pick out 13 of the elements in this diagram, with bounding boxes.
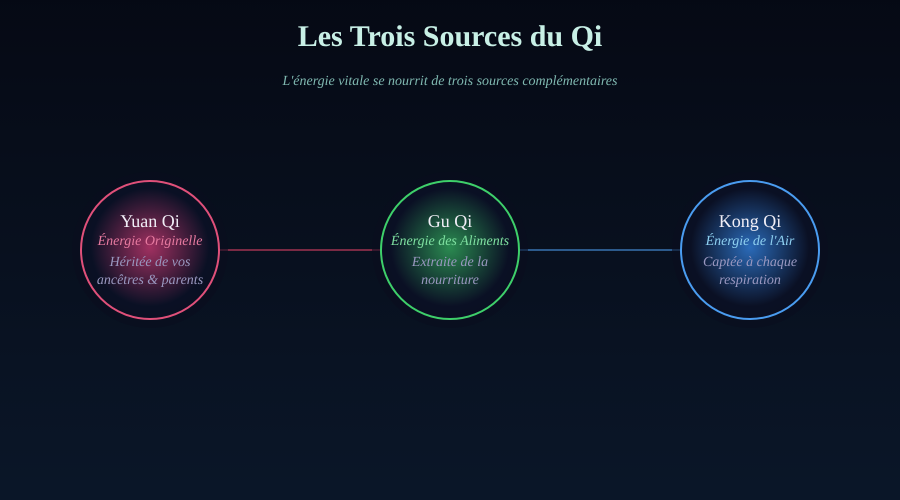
energy-type: Énergie des Aliments xyxy=(390,234,510,250)
energy-type: Énergie de l'Air xyxy=(706,234,794,250)
description: Extraite de la nourriture xyxy=(410,254,490,289)
title: Les Trois Sources du Qi xyxy=(298,20,602,53)
subtitle: L'énergie vitale se nourrit de trois sources complémentaires xyxy=(282,74,618,89)
description: Héritée de vos ancêtres & parents xyxy=(96,254,204,289)
source-name: Yuan Qi xyxy=(120,211,180,232)
energy-type: Énergie Originelle xyxy=(98,234,202,250)
connector-line xyxy=(220,249,380,251)
description: Captée à chaque respiration xyxy=(702,254,798,289)
source-name: Gu Qi xyxy=(428,211,472,232)
source-name: Kong Qi xyxy=(718,211,782,232)
connector-line xyxy=(520,249,680,251)
